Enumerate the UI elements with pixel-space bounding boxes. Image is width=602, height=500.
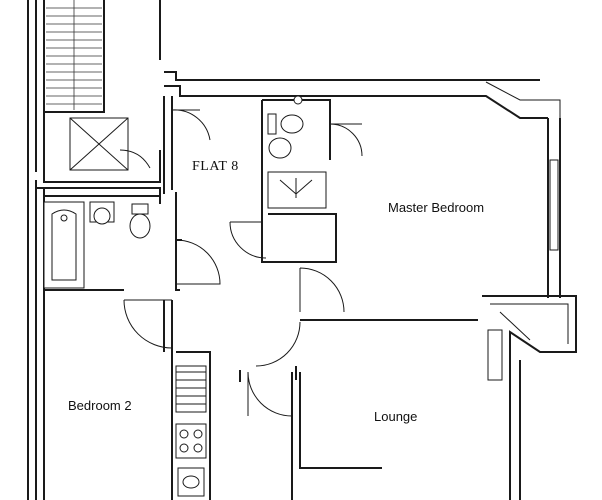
- flat-label: FLAT 8: [192, 159, 239, 174]
- staircase: [27, 0, 161, 183]
- en-suite: [262, 95, 363, 209]
- room-label-bedroom-2: Bedroom 2: [68, 398, 132, 413]
- bathroom: [36, 187, 221, 291]
- interior-walls: [163, 300, 382, 500]
- room-label-lounge: Lounge: [374, 409, 417, 424]
- exterior-walls: [27, 71, 577, 500]
- room-label-master-bedroom: Master Bedroom: [388, 200, 484, 215]
- kitchen: [175, 365, 207, 497]
